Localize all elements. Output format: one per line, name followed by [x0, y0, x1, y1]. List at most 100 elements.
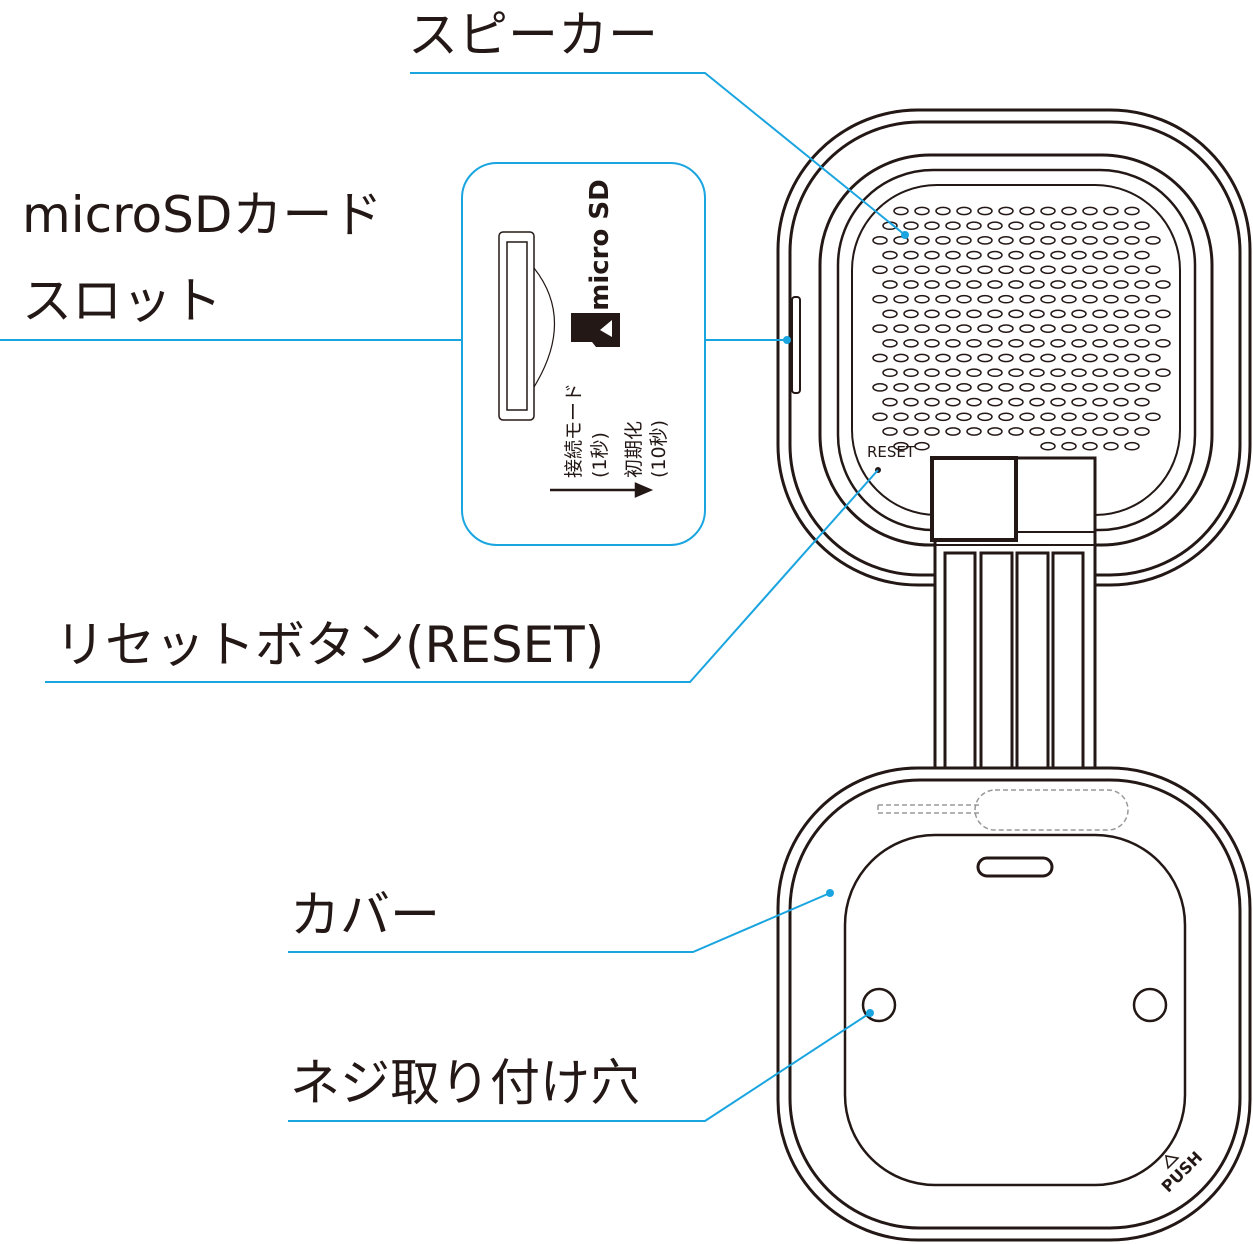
speaker-hole [956, 412, 972, 422]
speaker-hole [1134, 309, 1150, 319]
speaker-hole [987, 397, 1003, 407]
speaker-hole [1061, 441, 1077, 451]
mode1-time: (1秒) [589, 432, 611, 478]
speaker-hole [1008, 250, 1024, 260]
speaker-hole [1019, 383, 1035, 392]
speaker-hole [882, 309, 898, 319]
speaker-hole [914, 353, 930, 363]
speaker-hole [1145, 353, 1161, 363]
speaker-hole [903, 309, 919, 319]
speaker-hole [1050, 427, 1066, 436]
speaker-hole [1113, 368, 1129, 378]
speaker-hole [1040, 324, 1056, 333]
speaker-hole [1092, 427, 1108, 436]
label-screw-hole: ネジ取り付け穴 [288, 1009, 874, 1122]
speaker-hole [998, 353, 1014, 363]
speaker-hole [956, 206, 972, 216]
label-cover: カバー [288, 886, 834, 953]
microsd-slot[interactable] [791, 296, 801, 394]
speaker-hole [1071, 397, 1087, 407]
svg-text:ネジ取り付け穴: ネジ取り付け穴 [290, 1054, 640, 1112]
speaker-hole [935, 383, 951, 392]
speaker-hole [924, 427, 940, 436]
speaker-hole [1155, 338, 1171, 348]
speaker-hole [935, 412, 951, 422]
speaker-hole [1050, 368, 1066, 378]
speaker-hole [1029, 250, 1045, 260]
speaker-hole [956, 265, 972, 275]
speaker-hole [872, 353, 888, 363]
speaker-hole [1134, 427, 1150, 436]
speaker-hole [1082, 383, 1098, 392]
speaker-hole [914, 324, 930, 333]
speaker-hole [1061, 236, 1077, 245]
speaker-hole [966, 397, 982, 407]
speaker-hole [966, 309, 982, 319]
speaker-hole [1155, 368, 1171, 378]
speaker-hole [935, 236, 951, 245]
speaker-hole [998, 265, 1014, 275]
speaker-hole [945, 250, 961, 260]
speaker-hole [956, 353, 972, 363]
speaker-hole [1008, 427, 1024, 436]
speaker-hole [977, 206, 993, 216]
speaker-hole [956, 324, 972, 333]
speaker-hole [1040, 412, 1056, 422]
speaker-hole [935, 353, 951, 363]
speaker-hole [1050, 309, 1066, 319]
speaker-hole [977, 236, 993, 245]
speaker-hole [966, 280, 982, 289]
speaker-hole [893, 236, 909, 245]
speaker-hole [1050, 280, 1066, 289]
speaker-hole [893, 206, 909, 216]
speaker-hole [893, 324, 909, 333]
cover-slot [976, 856, 1054, 878]
speaker-hole [1008, 309, 1024, 319]
speaker-hole [987, 427, 1003, 436]
speaker-hole [1008, 397, 1024, 407]
speaker-hole [1103, 294, 1119, 304]
speaker-hole [1008, 368, 1024, 378]
speaker-hole [1008, 280, 1024, 289]
speaker-hole [914, 294, 930, 304]
speaker-hole [1103, 353, 1119, 363]
speaker-hole [872, 265, 888, 275]
speaker-hole [1155, 309, 1171, 319]
speaker-hole [1050, 250, 1066, 260]
speaker-hole [945, 309, 961, 319]
speaker-hole [903, 397, 919, 407]
speaker-hole [893, 412, 909, 422]
speaker-hole [1071, 309, 1087, 319]
svg-text:スロット: スロット [22, 272, 222, 330]
speaker-hole [914, 412, 930, 422]
speaker-hole [893, 383, 909, 392]
speaker-hole [1029, 427, 1045, 436]
speaker-hole [977, 412, 993, 422]
speaker-hole [945, 221, 961, 231]
speaker-hole [882, 338, 898, 348]
speaker-hole [935, 324, 951, 333]
microsd-logo: micro SD [585, 179, 615, 310]
label-microsd-slot: microSDカード スロット [0, 186, 791, 344]
speaker-hole [987, 368, 1003, 378]
speaker-hole [1040, 294, 1056, 304]
speaker-hole [872, 412, 888, 422]
speaker-hole [1124, 441, 1140, 451]
speaker-hole [1061, 353, 1077, 363]
speaker-hole [1082, 206, 1098, 216]
speaker-hole [1061, 294, 1077, 304]
speaker-hole [956, 294, 972, 304]
speaker-hole [1145, 383, 1161, 392]
speaker-hole [1082, 324, 1098, 333]
speaker-hole [998, 412, 1014, 422]
speaker-hole [1019, 265, 1035, 275]
speaker-hole [935, 294, 951, 304]
speaker-hole [1019, 294, 1035, 304]
speaker-hole [903, 221, 919, 231]
speaker-hole [924, 221, 940, 231]
speaker-hole [945, 397, 961, 407]
speaker-hole [1124, 383, 1140, 392]
speaker-hole [1113, 427, 1129, 436]
speaker-hole [956, 236, 972, 245]
speaker-hole [945, 338, 961, 348]
